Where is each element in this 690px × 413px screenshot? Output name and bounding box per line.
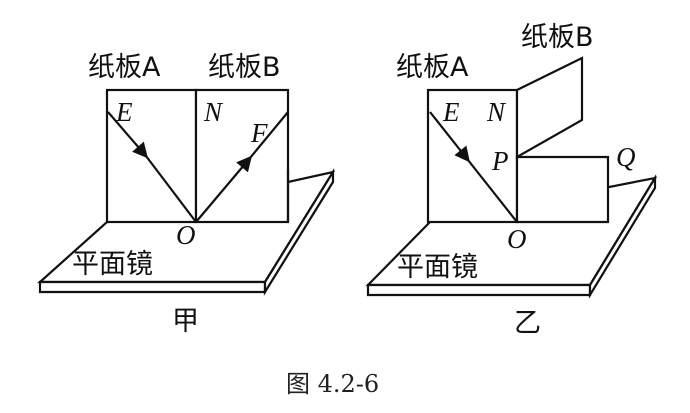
point-n-jia: N (203, 97, 224, 127)
point-o-yi: O (507, 224, 527, 254)
point-e-yi: E (442, 97, 460, 127)
incident-ray-yi-rest (467, 159, 518, 223)
mirror-yi (365, 174, 658, 299)
reflected-ray-jia-rest (249, 111, 289, 159)
board-b-lower-yi (515, 155, 610, 224)
mirror-label-jia: 平面镜 (72, 249, 153, 280)
mirror-label-yi: 平面镜 (397, 252, 478, 283)
incident-ray-jia (107, 111, 149, 159)
point-q-yi: Q (616, 142, 636, 172)
board-b-upper-yi (515, 56, 584, 159)
figure-caption: 图 4.2-6 (286, 370, 379, 398)
point-p-yi: P (491, 146, 509, 176)
incident-ray-jia-rest (145, 155, 197, 223)
board-b-label-yi: 纸板B (521, 22, 594, 53)
reflected-ray-jia (195, 155, 252, 223)
sub-caption-yi: 乙 (514, 308, 541, 339)
board-a-label-yi: 纸板A (396, 52, 469, 83)
point-n-yi: N (486, 97, 507, 127)
sub-caption-jia: 甲 (172, 306, 199, 337)
incident-ray-yi (429, 111, 470, 163)
point-f-jia: F (250, 118, 268, 148)
figure-yi: 纸板B 纸板A E N P Q O 平面镜 乙 (365, 22, 658, 339)
point-o-jia: O (176, 220, 196, 250)
board-b-label-jia: 纸板B (208, 52, 281, 83)
board-a-label-jia: 纸板A (88, 52, 161, 83)
board-a-jia (105, 88, 198, 224)
board-a-yi (426, 88, 519, 224)
point-e-jia: E (115, 97, 133, 127)
figure-jia: 纸板A 纸板B E N F O 平面镜 甲 (37, 52, 336, 337)
